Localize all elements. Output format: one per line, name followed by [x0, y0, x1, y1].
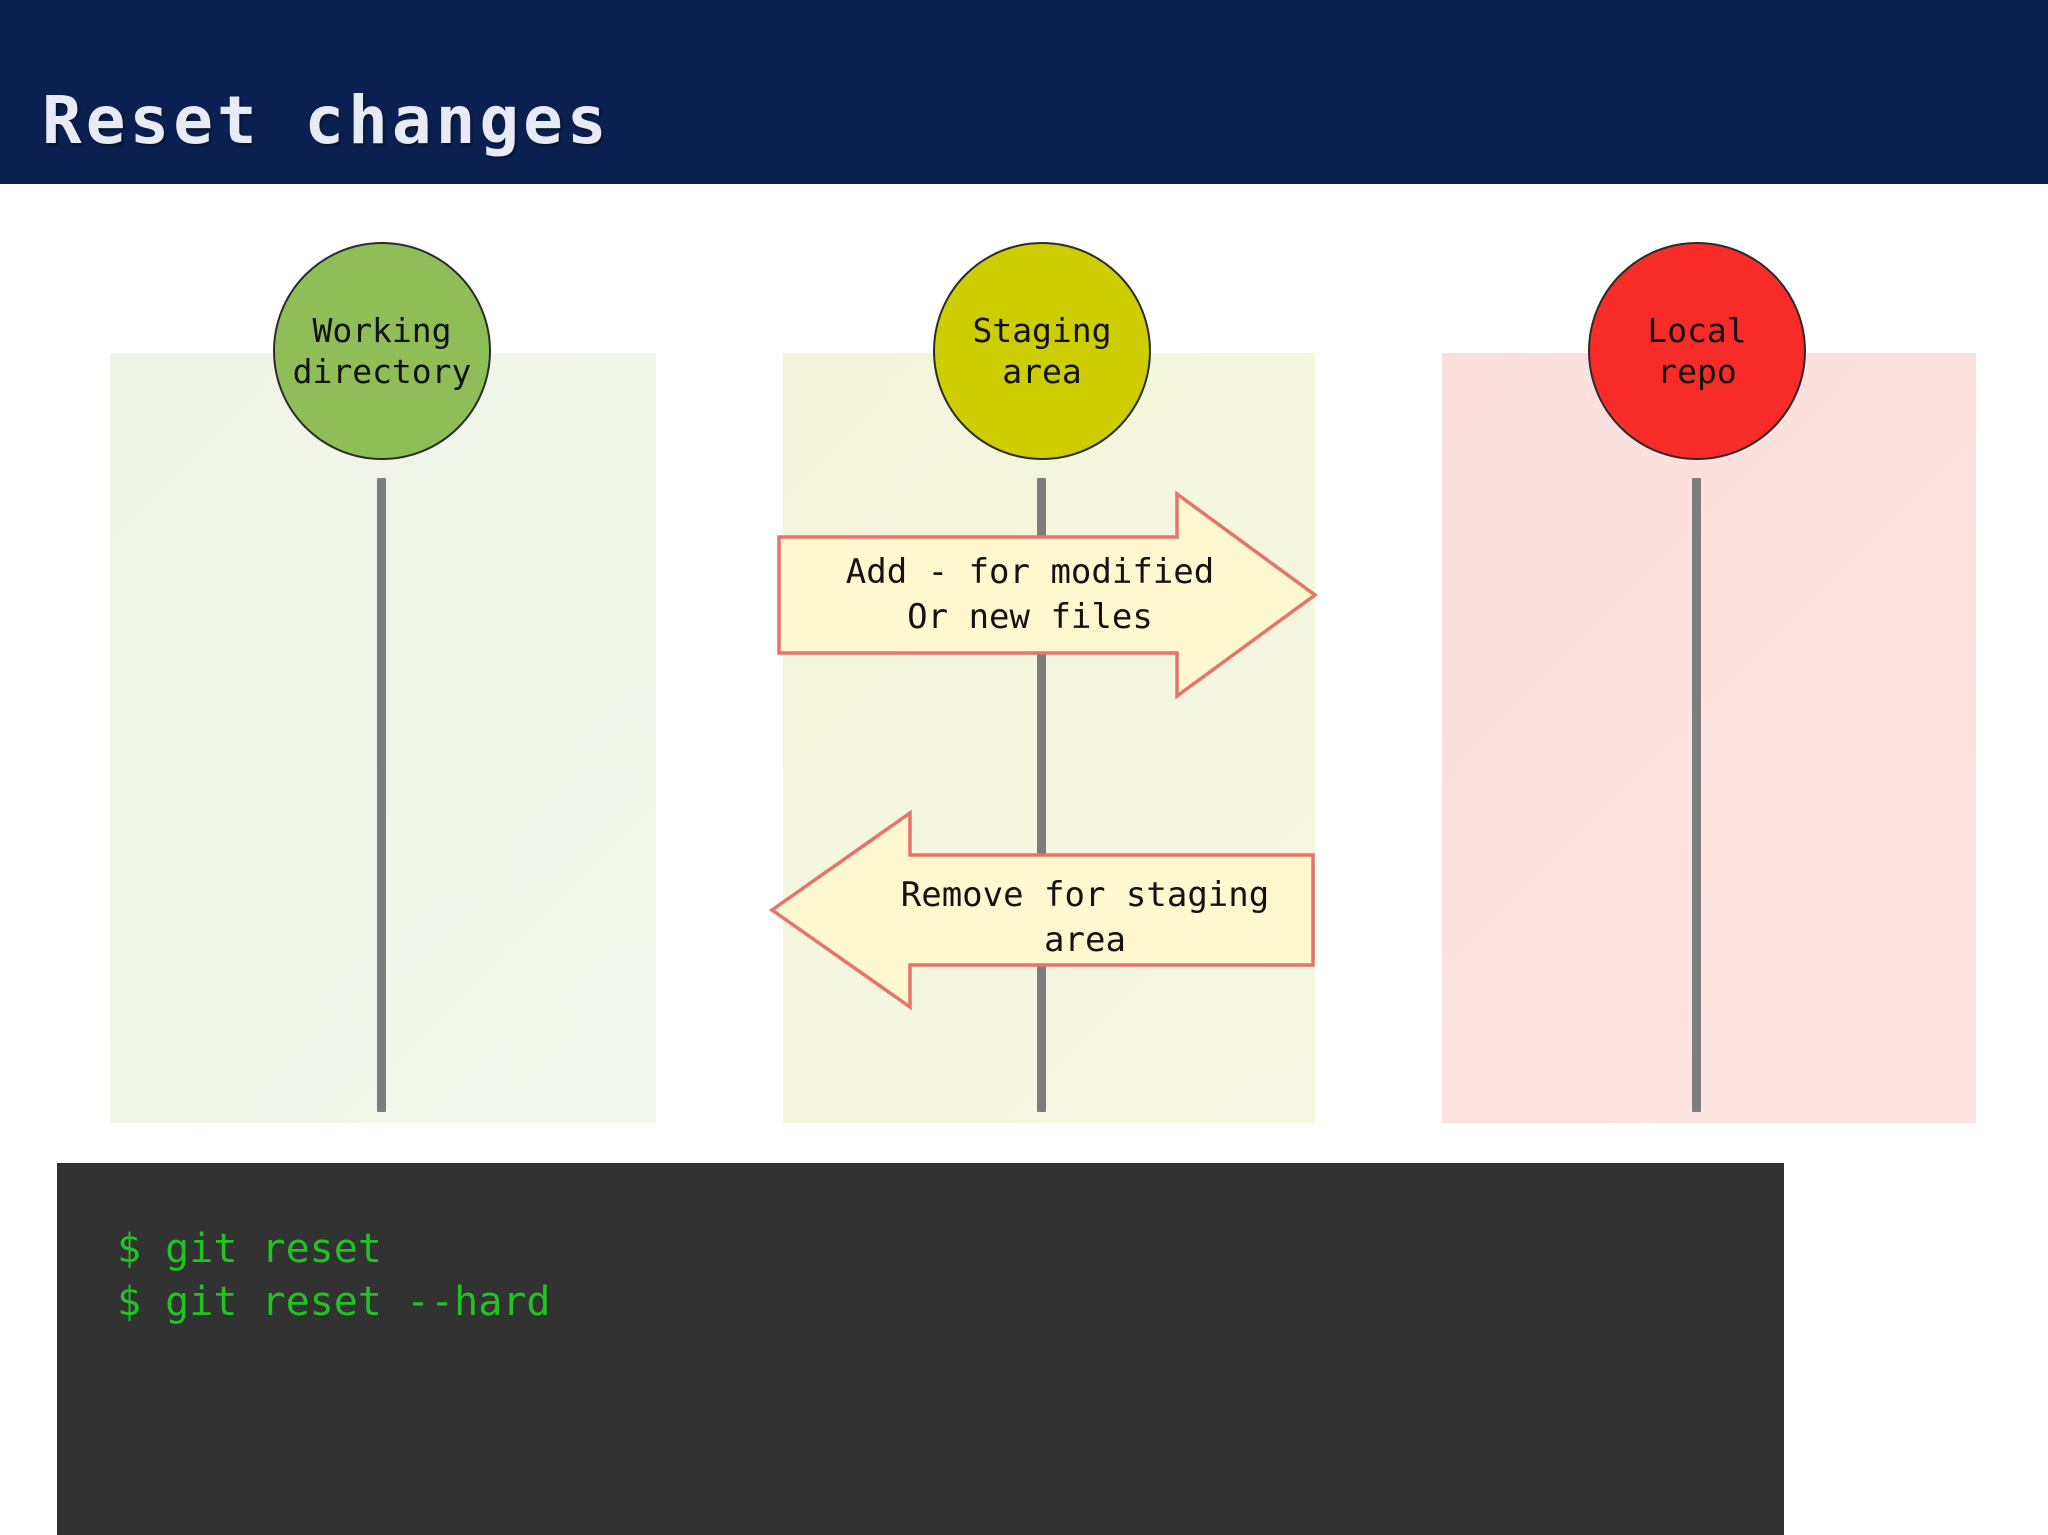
arrow-left-shape [768, 809, 1315, 1011]
column-band-staging-area [783, 353, 1315, 1123]
header-band [0, 0, 2048, 184]
arrow-remove-from-staging [768, 809, 1315, 1011]
stem-line-local-repo [1692, 478, 1701, 1112]
column-band-local-repo [1442, 353, 1976, 1123]
stem-line-working-directory [377, 478, 386, 1112]
terminal-line: $ git reset [117, 1226, 382, 1272]
stem-line-staging-area [1037, 478, 1046, 1112]
arrow-right-shape [777, 490, 1318, 700]
node-staging-area: Staging area [933, 242, 1151, 460]
node-working-directory: Working directory [273, 242, 491, 460]
terminal-panel: $ git reset $ git reset --hard [57, 1163, 1784, 1535]
terminal-line: $ git reset --hard [117, 1279, 551, 1326]
arrow-add-to-staging [777, 490, 1318, 700]
node-local-repo: Local repo [1588, 242, 1806, 460]
page-title: Reset changes [42, 82, 611, 159]
